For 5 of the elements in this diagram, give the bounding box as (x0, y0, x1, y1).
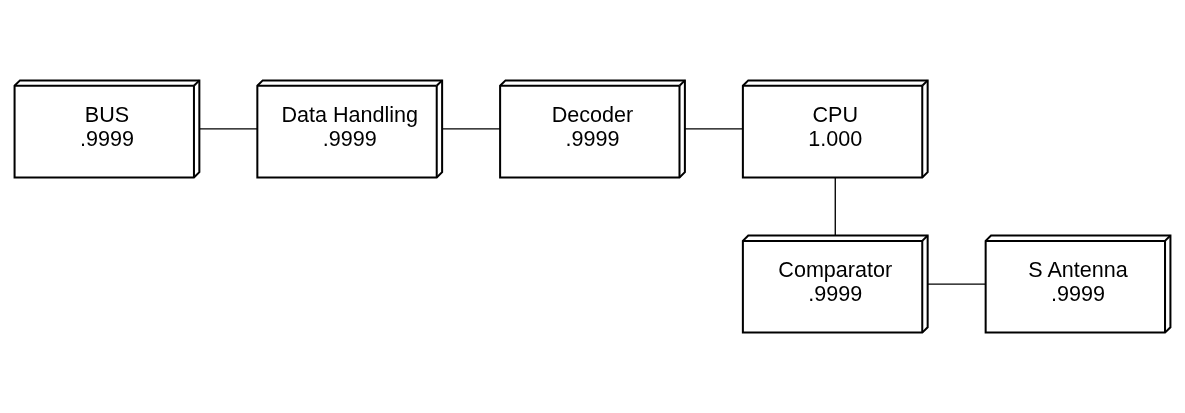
connector (834, 176, 836, 236)
connector (927, 283, 987, 285)
connector (684, 128, 744, 130)
connector (198, 128, 258, 130)
connector (441, 128, 501, 130)
